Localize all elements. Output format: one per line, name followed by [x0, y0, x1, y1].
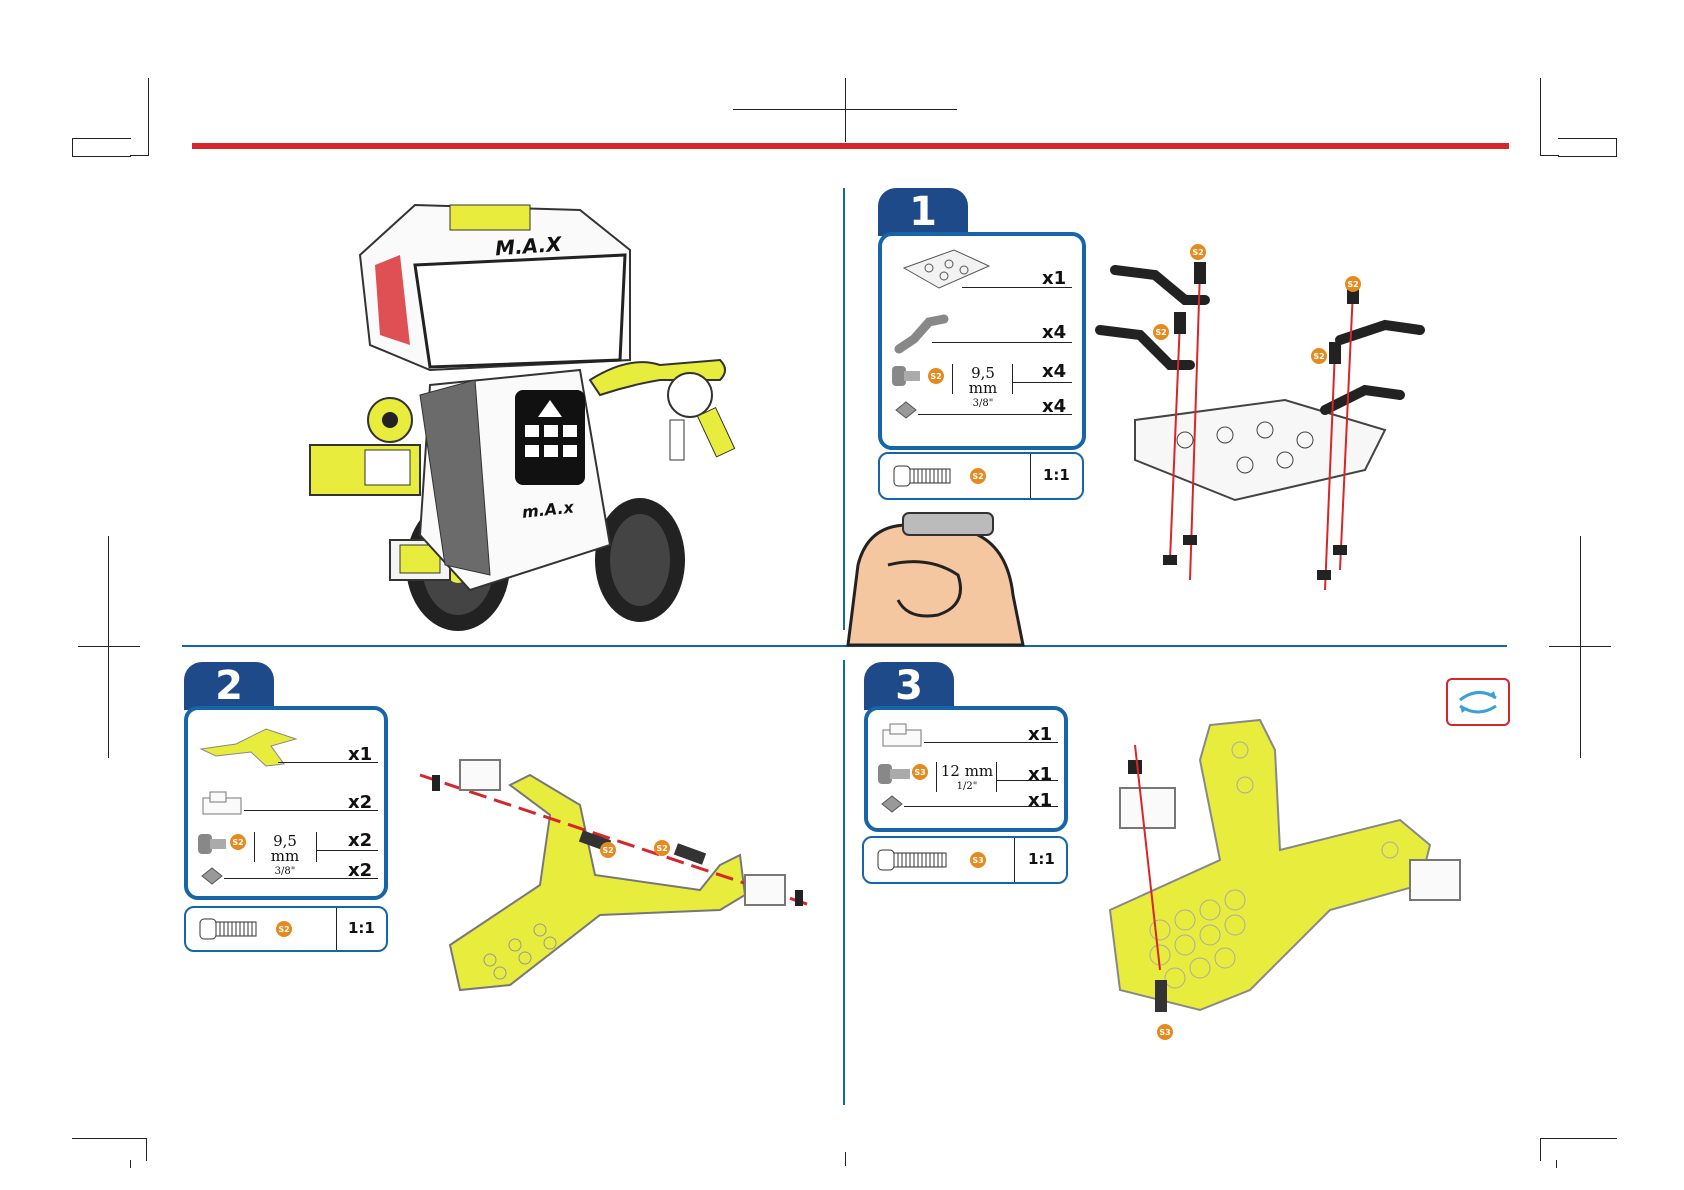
hinge-bracket-icon — [198, 790, 248, 820]
hinge-bracket-icon — [878, 722, 928, 752]
screw-code-badge: S2 — [928, 368, 944, 384]
step-1-tab: 1 — [878, 188, 968, 236]
step-1-scale-box: S2 1:1 — [878, 452, 1084, 500]
callout-badge: S2 — [1345, 276, 1361, 292]
step-3-tab: 3 — [864, 662, 954, 710]
nut-icon — [200, 866, 224, 886]
part-qty: x2 — [348, 860, 372, 881]
screw-code-badge: S3 — [912, 764, 928, 780]
callout-badge: S3 — [1157, 1024, 1173, 1040]
step-number: 3 — [895, 663, 923, 709]
callout-badge: S2 — [1311, 348, 1327, 364]
scale-ratio: 1:1 — [1043, 466, 1070, 484]
vertical-divider-bottom — [843, 660, 845, 1105]
hand-holding-screw-icon — [848, 505, 1028, 645]
screw-icon — [878, 762, 912, 786]
screw-scale-icon — [878, 848, 950, 872]
bent-bracket-icon — [894, 314, 954, 354]
part-qty: x4 — [1042, 361, 1066, 382]
horizontal-divider — [182, 645, 1507, 647]
part-qty: x4 — [1042, 322, 1066, 343]
screw-icon — [892, 364, 922, 388]
part-qty: x1 — [348, 744, 372, 765]
scale-code-badge: S3 — [970, 852, 986, 868]
robot-illustration: m.A.x M.A.X — [280, 195, 800, 635]
screw-scale-icon — [894, 464, 954, 488]
scale-code-badge: S2 — [970, 468, 986, 484]
base-plate-icon — [894, 248, 994, 298]
step-2-tab: 2 — [184, 662, 274, 710]
part-qty: x1 — [1028, 724, 1052, 745]
step-3-assembly-illustration — [1100, 710, 1490, 1030]
step-2-scale-box: S2 1:1 — [184, 906, 388, 952]
scale-ratio: 1:1 — [1028, 850, 1055, 868]
callout-badge: S2 — [600, 842, 616, 858]
step-number: 2 — [215, 663, 243, 709]
part-qty: x2 — [348, 830, 372, 851]
screw-scale-icon — [200, 917, 260, 941]
right-wheel-icon — [595, 498, 685, 622]
scale-ratio: 1:1 — [348, 919, 375, 937]
callout-badge: S2 — [654, 840, 670, 856]
part-qty: x2 — [348, 792, 372, 813]
part-qty: x4 — [1042, 396, 1066, 417]
callout-badge: S2 — [1153, 324, 1169, 340]
step-2-assembly-illustration — [420, 745, 820, 995]
svg-text:M.A.X: M.A.X — [494, 232, 563, 261]
step-1-assembly-illustration — [1095, 240, 1445, 600]
part-qty: x1 — [1028, 764, 1052, 785]
top-red-rule — [192, 143, 1509, 149]
nut-icon — [894, 400, 918, 420]
part-qty: x1 — [1042, 268, 1066, 289]
step-3-scale-box: S3 1:1 — [862, 836, 1068, 884]
part-qty: x1 — [1028, 790, 1052, 811]
scale-code-badge: S2 — [276, 921, 292, 937]
screw-code-badge: S2 — [230, 834, 246, 850]
screw-icon — [198, 832, 228, 856]
callout-badge: S2 — [1190, 244, 1206, 260]
step-number: 1 — [909, 189, 937, 235]
nut-icon — [880, 794, 904, 814]
vertical-divider-top — [843, 188, 845, 630]
